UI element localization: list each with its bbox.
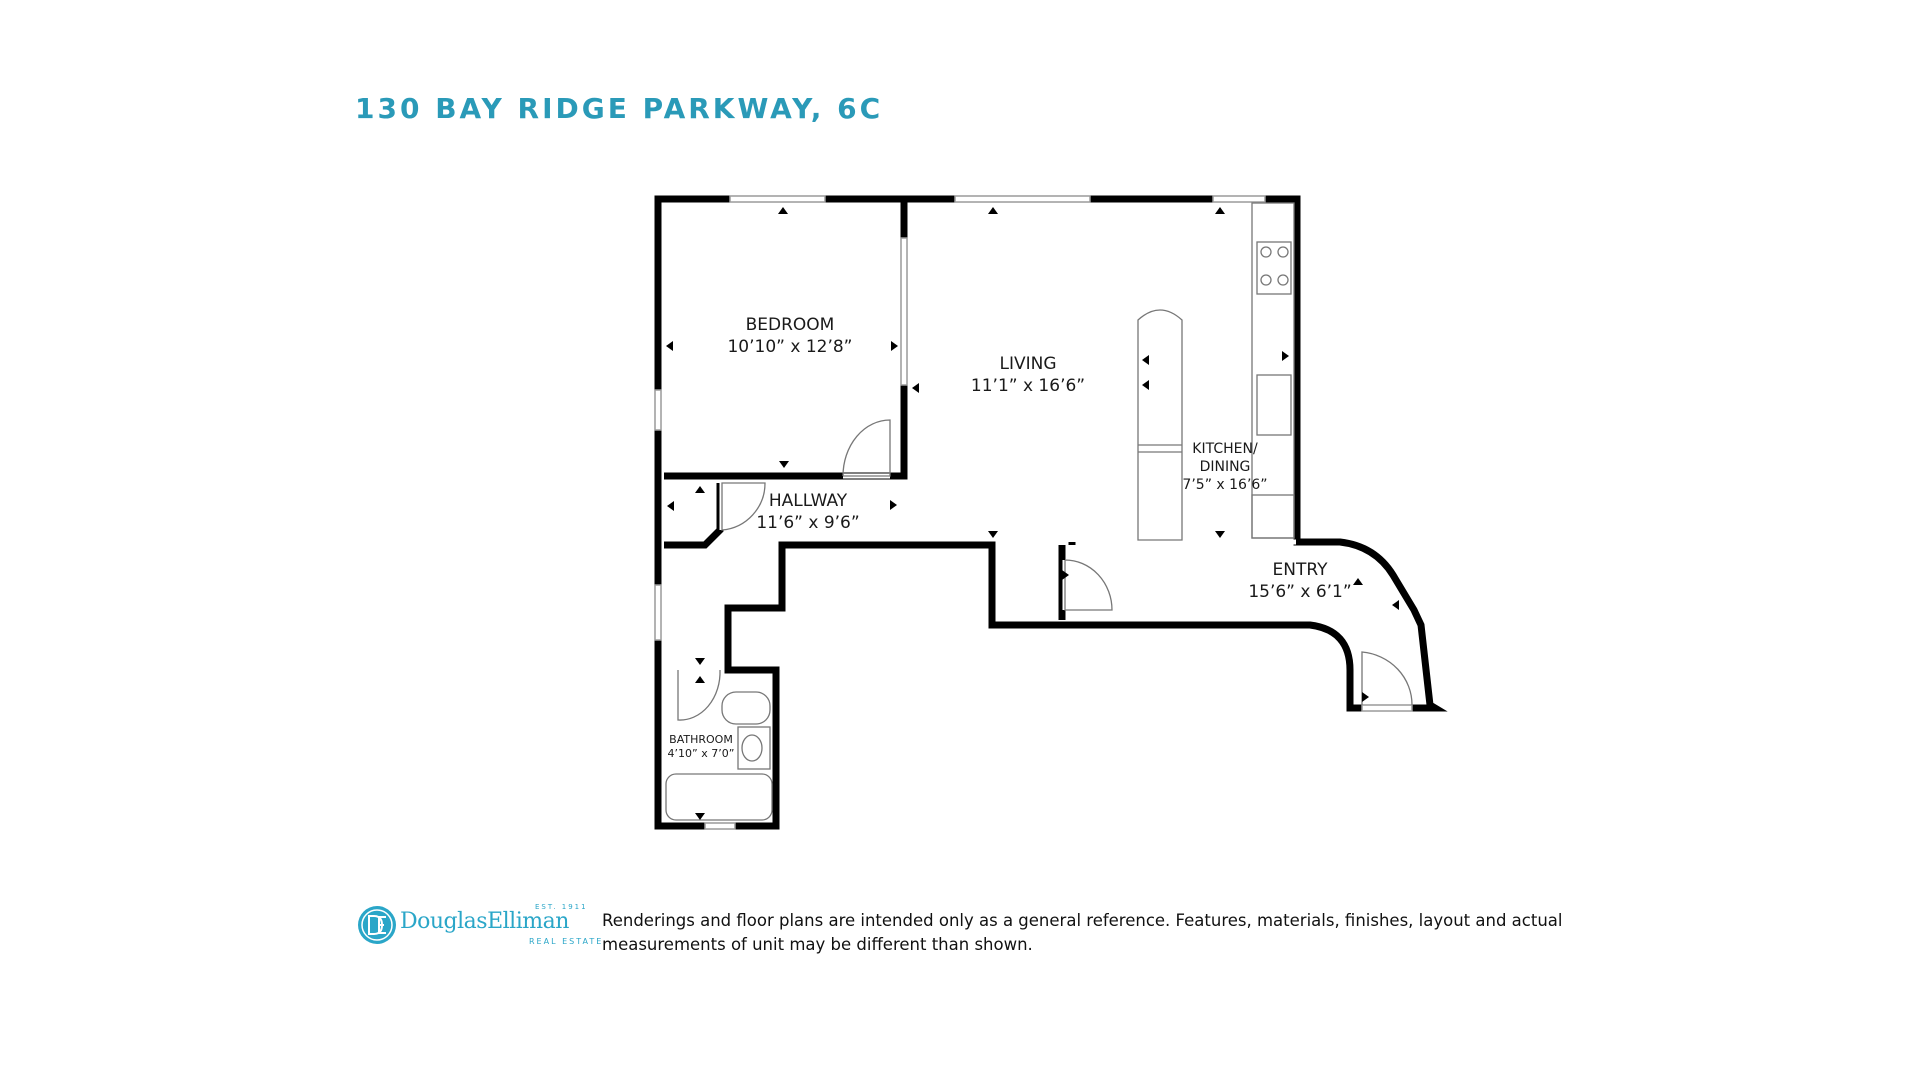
bedroom-dimensions: 10’10” x 12’8”	[727, 337, 853, 357]
brand-logo: DouglasElliman EST. 1911 REAL ESTATE	[357, 903, 601, 955]
kitchen-island	[1137, 309, 1183, 541]
sink	[1256, 374, 1292, 436]
logo-est: EST. 1911	[535, 903, 588, 911]
hallway-dimensions: 11’6” x 9’6”	[756, 513, 860, 533]
logo-subtitle: REAL ESTATE	[529, 937, 604, 946]
bath-sink	[737, 726, 771, 770]
fixtures	[665, 202, 1295, 821]
hall-closet-door	[721, 482, 766, 531]
storage-door	[1064, 559, 1113, 611]
bathtub	[665, 773, 773, 821]
fridge	[1251, 494, 1295, 539]
entry-label: ENTRY 15’6” x 6’1”	[1248, 559, 1351, 603]
entry-name: ENTRY	[1272, 560, 1328, 580]
kitchen-name-line2: DINING	[1199, 459, 1251, 475]
bedroom-label: BEDROOM 10’10” x 12’8”	[727, 314, 852, 358]
kitchen-dimensions: 7’5” x 16’6”	[1182, 477, 1268, 493]
hallway-label: HALLWAY 11’6” x 9’6”	[756, 490, 859, 534]
disclaimer-text: Renderings and floor plans are intended …	[602, 911, 1563, 954]
entry-door	[1361, 651, 1413, 706]
bathroom-label: BATHROOM 4’10” x 7’0”	[668, 733, 735, 761]
door-swings	[677, 419, 1413, 721]
property-address-title: 130 BAY RIDGE PARKWAY, 6C	[355, 92, 884, 125]
hallway-name: HALLWAY	[768, 491, 848, 511]
bath-door	[677, 669, 721, 721]
bedroom-name: BEDROOM	[745, 315, 835, 335]
windows	[654, 195, 1413, 830]
living-label: LIVING 11’1” x 16’6”	[971, 353, 1085, 397]
footer: DouglasElliman EST. 1911 REAL ESTATE Ren…	[357, 903, 1597, 965]
bathroom-name: BATHROOM	[669, 733, 733, 746]
hall-closet-wall	[664, 483, 724, 549]
stove	[1256, 241, 1292, 295]
entry-dimensions: 15’6” x 6’1”	[1248, 582, 1352, 602]
logo-wordmark: DouglasElliman	[400, 909, 569, 934]
outer-wall	[654, 195, 1448, 830]
bedroom-door	[842, 419, 891, 477]
logo-mark-icon	[358, 906, 396, 944]
kitchen-name-line1: KITCHEN/	[1192, 441, 1258, 457]
toilet	[721, 691, 771, 725]
kitchen-label: KITCHEN/ DINING 7’5” x 16’6”	[1182, 440, 1267, 494]
room-markers	[666, 207, 1399, 820]
bathroom-dimensions: 4’10” x 7’0”	[667, 747, 735, 760]
living-name: LIVING	[999, 354, 1057, 374]
living-dimensions: 11’1” x 16’6”	[970, 376, 1086, 396]
